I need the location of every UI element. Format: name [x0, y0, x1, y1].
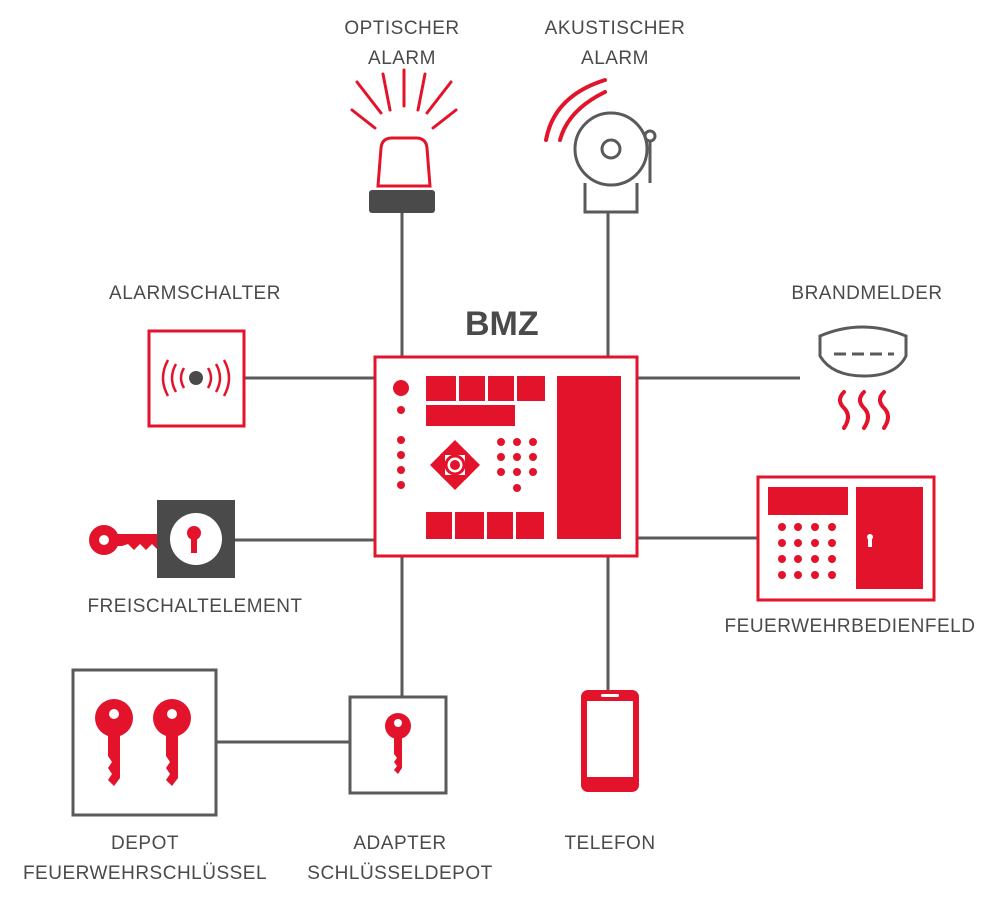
label-optical-alarm: OPTISCHER ALARM	[322, 14, 482, 74]
label-adapter-depot-line2: SCHLÜSSELDEPOT	[307, 863, 493, 884]
connection-lines	[216, 213, 800, 744]
label-acoustic-alarm: AKUSTISCHER ALARM	[525, 14, 705, 74]
fire-brigade-panel-icon	[756, 475, 936, 602]
bmz-panel	[373, 355, 639, 558]
label-adapter-depot: ADAPTER SCHLÜSSELDEPOT	[290, 829, 510, 889]
label-key-depot-line1: DEPOT	[111, 833, 179, 854]
label-fire-detector: BRANDMELDER	[791, 283, 943, 304]
alarm-bell-icon	[544, 78, 657, 214]
label-acoustic-alarm-line1: AKUSTISCHER	[544, 18, 686, 39]
label-optical-alarm-line2: ALARM	[368, 48, 436, 69]
label-key-depot-line2: FEUERWEHRSCHLÜSSEL	[22, 863, 268, 884]
phone-icon	[581, 690, 639, 792]
label-fire-panel: FEUERWEHRBEDIENFELD	[724, 616, 976, 637]
label-release-element: FREISCHALTELEMENT	[87, 596, 303, 617]
bmz-title: BMZ	[465, 305, 539, 343]
label-phone: TELEFON	[564, 833, 656, 854]
label-adapter-depot-line1: ADAPTER	[353, 833, 447, 854]
key-depot-icon	[71, 668, 218, 817]
beacon-light-icon	[350, 68, 458, 213]
smoke-detector-icon	[818, 325, 908, 430]
adapter-key-depot-icon	[348, 695, 448, 795]
label-alarm-switch: ALARMSCHALTER	[109, 283, 281, 304]
label-acoustic-alarm-line2: ALARM	[581, 48, 649, 69]
label-key-depot: DEPOT FEUERWEHRSCHLÜSSEL	[0, 829, 290, 889]
alarm-switch-icon	[147, 329, 246, 428]
label-optical-alarm-line1: OPTISCHER	[344, 18, 460, 39]
key-switch-icon	[89, 500, 235, 578]
